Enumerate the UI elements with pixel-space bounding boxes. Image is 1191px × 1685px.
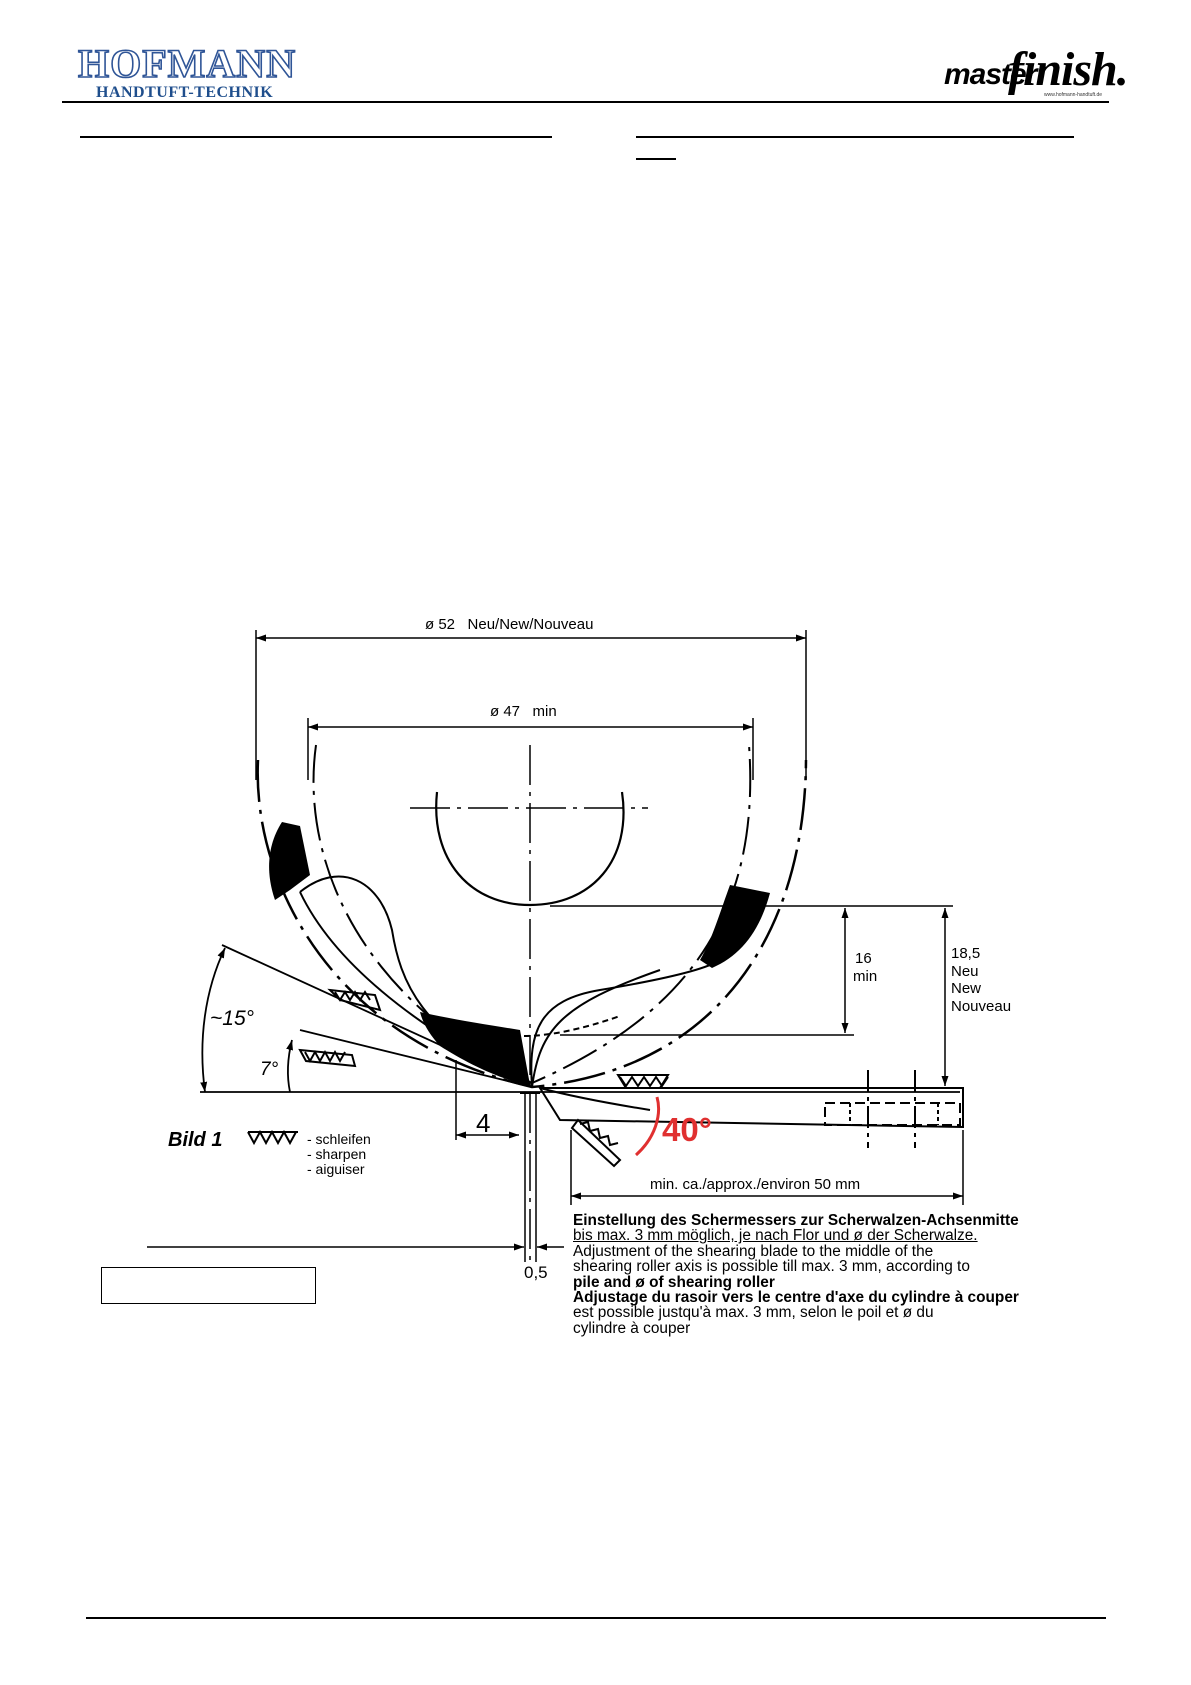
legend-line-1: - schleifen	[307, 1131, 371, 1147]
shearing-bar	[520, 1070, 964, 1148]
legend-line-2: - sharpen	[307, 1146, 366, 1162]
dim-185-line-1: 18,5	[951, 945, 980, 962]
angle-lines	[200, 944, 960, 1093]
outer-diameter-dimension	[255, 630, 807, 780]
right-column-short-rule	[636, 158, 676, 160]
dim-inner-label: ø 47 min	[490, 703, 557, 720]
dim-16-dimension	[550, 905, 854, 1036]
logo-finish-text: finish.	[1008, 43, 1129, 96]
dim-185-dimension	[854, 905, 953, 1086]
dim-05-label: 0,5	[524, 1263, 548, 1282]
angle-40-label: 40°	[662, 1111, 712, 1148]
note-line: Adjustment of the shearing blade to the …	[573, 1242, 934, 1260]
dim-185-line-4: Nouveau	[951, 998, 1011, 1015]
dim-185-line-2: Neu	[951, 963, 979, 980]
dim-50-dimension	[570, 1130, 964, 1205]
dim-16-min: min	[853, 968, 877, 985]
figure-label: Bild 1	[168, 1129, 222, 1151]
dim-4-dimension	[455, 1060, 519, 1140]
legend-line-3: - aiguiser	[307, 1161, 365, 1177]
inner-diameter-dimension	[307, 718, 754, 780]
brand-subtitle: HANDTUFT-TECHNIK	[96, 84, 274, 101]
adjustment-note: Einstellung des Schermessers zur Scherwa…	[573, 1212, 1093, 1337]
brand-name: HOFMANN	[77, 41, 297, 86]
empty-label-box	[101, 1267, 316, 1304]
dim-05-dimension	[147, 1092, 564, 1262]
angle-15-label: ~15°	[210, 1007, 254, 1030]
angle-40-arc	[634, 1096, 661, 1157]
note-line: Einstellung des Schermessers zur Scherwa…	[573, 1212, 1019, 1229]
dim-16-value: 16	[855, 950, 872, 967]
blade-curves	[299, 875, 721, 1088]
left-column-rule	[80, 136, 552, 138]
dim-185-line-3: New	[951, 980, 981, 997]
footer-rule	[86, 1617, 1106, 1619]
angle-7-label: 7°	[260, 1059, 279, 1080]
note-line: est possible justqu'à max. 3 mm, selon l…	[573, 1304, 934, 1322]
header-rule	[62, 101, 1109, 103]
logo-master-text: master	[944, 58, 1037, 91]
note-line: pile and ø of shearing roller	[573, 1273, 775, 1291]
blade-segments	[269, 822, 770, 1085]
note-line: shearing roller axis is possible till ma…	[573, 1258, 970, 1276]
hofmann-logo: HOFMANN HANDTUFT-TECHNIK	[77, 41, 318, 102]
grinding-marks	[247, 988, 670, 1168]
dim-50-label: min. ca./approx./environ 50 mm	[650, 1176, 860, 1193]
note-line: bis max. 3 mm möglich, je nach Flor und …	[573, 1227, 978, 1245]
note-line: Adjustage du rasoir vers le centre d'axe…	[573, 1288, 1019, 1306]
right-column-rule	[636, 136, 1074, 138]
note-line: cylindre à couper	[573, 1319, 691, 1337]
logo-url: www.hofmann-handtuft.de	[1044, 92, 1103, 98]
dim-4-label: 4	[476, 1108, 490, 1138]
center-lines	[410, 745, 648, 1260]
masterfinish-logo: master finish. www.hofmann-handtuft.de	[940, 30, 1129, 100]
dim-outer-label: ø 52 Neu/New/Nouveau	[425, 616, 593, 633]
